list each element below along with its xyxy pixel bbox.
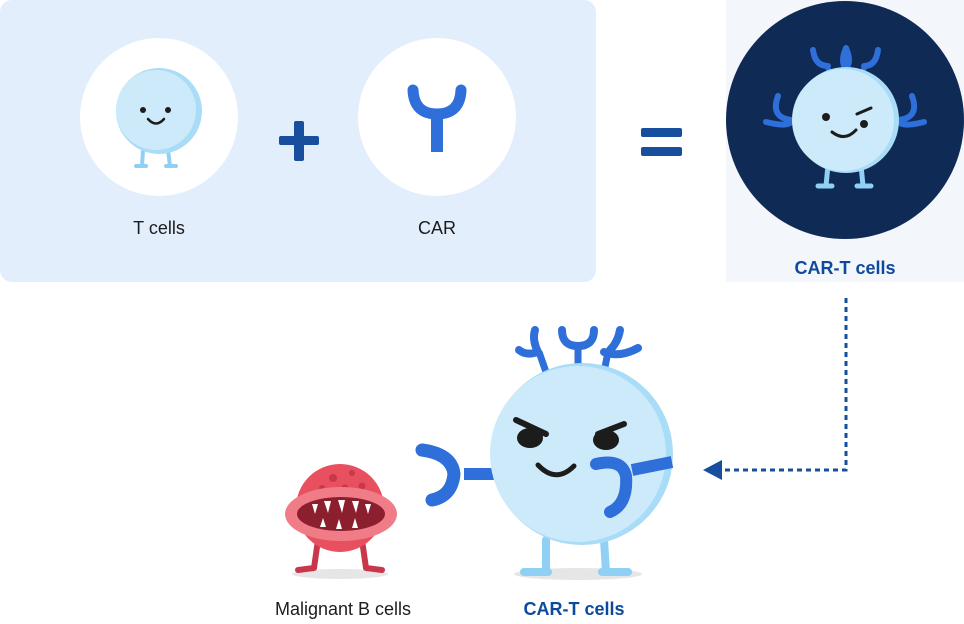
cart-cell-large-icon bbox=[415, 326, 674, 580]
cart-cells-result-label: CAR-T cells bbox=[794, 258, 896, 278]
cart-cell-result-icon bbox=[726, 1, 964, 239]
car-label: CAR bbox=[417, 218, 456, 238]
malignant-b-cells-label: Malignant B cells bbox=[274, 599, 412, 619]
t-cells-label: T cells bbox=[133, 218, 185, 238]
equals-icon bbox=[641, 128, 682, 156]
t-cell-icon bbox=[116, 68, 202, 168]
dotted-arrow bbox=[703, 298, 848, 480]
car-receptor-icon bbox=[407, 84, 467, 152]
malignant-b-cell-icon bbox=[285, 464, 397, 579]
cart-cells-label: CAR-T cells bbox=[523, 599, 625, 619]
plus-icon bbox=[279, 121, 319, 161]
